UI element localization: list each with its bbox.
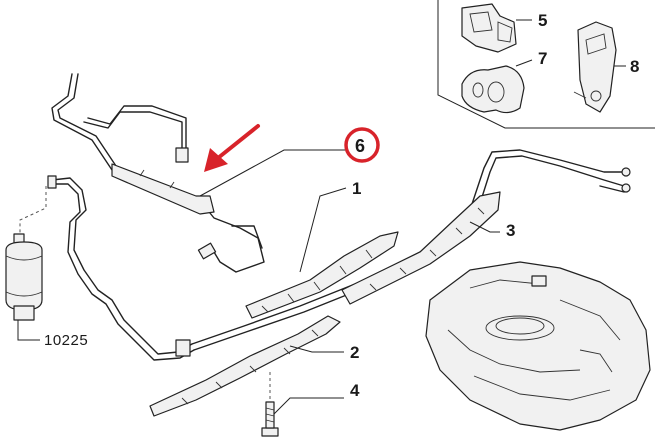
part-5-clip <box>461 3 532 53</box>
part-8-bracket <box>573 21 626 113</box>
callout-5: 5 <box>538 11 547 30</box>
callout-6: 6 <box>355 136 365 156</box>
part-10225-filter <box>5 186 47 341</box>
part-4-bolt <box>261 372 344 437</box>
inset-frame <box>437 0 655 129</box>
callout-2: 2 <box>350 343 359 362</box>
callout-8: 8 <box>630 57 639 76</box>
upper-pipe-assembly <box>51 73 265 273</box>
part-1-shield <box>245 187 399 319</box>
callout-4: 4 <box>350 381 360 400</box>
part-3-rail <box>341 191 501 305</box>
fuel-tank <box>425 261 651 431</box>
callout-10225: 10225 <box>44 332 88 349</box>
part-2-shield <box>149 315 344 417</box>
callout-3: 3 <box>506 221 515 240</box>
part-7-grommet <box>461 59 533 114</box>
callout-7: 7 <box>538 49 547 68</box>
callout-6-circle <box>344 127 380 163</box>
highlight-arrow <box>204 124 260 172</box>
leader-6 <box>199 149 346 197</box>
callout-1: 1 <box>352 179 361 198</box>
